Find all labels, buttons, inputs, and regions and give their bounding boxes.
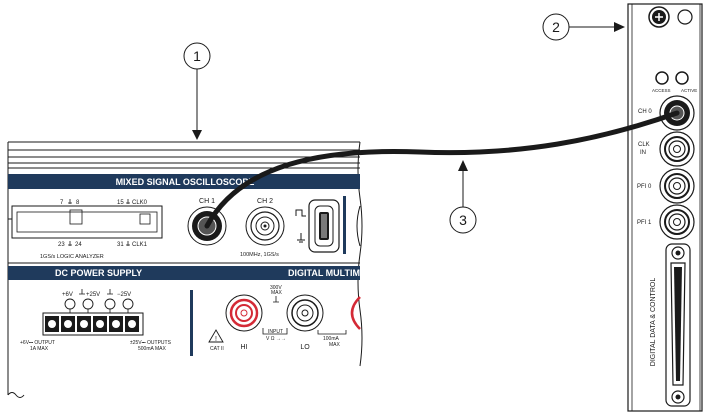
oscilloscope-banner [8, 174, 360, 189]
access-label: ACCESS [652, 88, 671, 93]
partial-connector [356, 205, 361, 247]
screw-icon [648, 6, 670, 28]
cat-label: CAT II [210, 346, 224, 352]
active-label: ACTIVE [681, 88, 697, 93]
clk-label-line2: IN [640, 150, 646, 156]
warning-mark: ! [215, 336, 217, 343]
callout-1-number: 1 [193, 48, 201, 64]
ground-icon [68, 241, 72, 246]
terminal-circle [122, 298, 134, 310]
partial-red-jack [350, 296, 361, 330]
digitizer-module: ACCESS ACTIVE CH 0 CLK IN PFI 0 PFI 1 [627, 3, 703, 412]
arrow-head-icon [458, 160, 468, 171]
digital-io-connector[interactable] [665, 243, 691, 407]
callout-3-number: 3 [459, 212, 467, 228]
output-6v-line1: +6V⎓ OUTPUT [20, 340, 55, 346]
input-label-line2: V Ω →→ [266, 336, 286, 342]
ground-icon [273, 296, 279, 303]
clk-in-connector[interactable] [659, 131, 695, 167]
terminal-circle [64, 298, 76, 310]
power-supply-section: DC POWER SUPPLY DIGITAL MULTIM +6V +25V … [8, 262, 360, 356]
coaxial-cable [204, 110, 680, 229]
screw-terminal-block[interactable] [42, 312, 144, 336]
ma-label-line2: MAX [329, 342, 341, 348]
ma-label-line1: 100mA [323, 336, 340, 342]
pfi1-connector[interactable] [659, 204, 695, 240]
ch2-label: CH 2 [257, 198, 273, 205]
arrow-head-icon [614, 22, 625, 32]
ch0-label: CH 0 [638, 109, 652, 115]
max-300v-line1: 300V [270, 285, 282, 291]
hi-label: HI [241, 344, 248, 351]
access-led [655, 71, 669, 85]
active-led [675, 71, 689, 85]
label-6v: +6V [62, 292, 73, 298]
input-bracket [262, 328, 288, 335]
power-supply-banner-text: DC POWER SUPPLY [55, 268, 142, 278]
ground-icon [107, 289, 113, 295]
label-minus25v: −25V [117, 292, 131, 298]
input-label-line1: INPUT [268, 329, 283, 335]
warning-triangle-icon [208, 329, 224, 343]
terminal-circle [104, 298, 116, 310]
ground-icon [126, 199, 130, 204]
lo-label: LO [300, 344, 310, 351]
digital-data-control-label: DIGITAL DATA & CONTROL [650, 278, 657, 367]
section-divider [190, 290, 193, 356]
pfi0-label: PFI 0 [637, 184, 652, 190]
pfi1-label: PFI 1 [637, 220, 652, 226]
ground-icon [297, 233, 305, 243]
oscilloscope-spec: 100MHz, 1GS/s [240, 252, 279, 258]
ground-icon [79, 289, 85, 295]
max-300v-line2: MAX [271, 290, 283, 296]
instrument-break-mark [7, 392, 25, 398]
callout-1: 1 [183, 42, 211, 140]
logic-analyzer-connector [8, 205, 163, 239]
dmm-section: HI LO 300V MAX INPUT V Ω →→ 100mA MAX [208, 285, 361, 352]
section-divider [343, 196, 346, 254]
module-panel [627, 3, 703, 412]
label-plus25v: +25V [86, 292, 100, 298]
logic-analyzer-label: 1GS/s LOGIC ANALYZER [40, 254, 104, 260]
output-25v-line2: 500mA MAX [138, 346, 166, 352]
hi-jack[interactable] [225, 294, 263, 332]
lower-banner [8, 266, 360, 280]
ch2-bnc-connector[interactable] [245, 206, 285, 246]
pin-label-23: 23 [58, 242, 65, 248]
arrow-head-icon [192, 130, 202, 140]
mount-hole [677, 9, 693, 25]
terminal-circle [82, 298, 94, 310]
callout-3: 3 [449, 160, 477, 234]
ch1-label: CH 1 [199, 198, 215, 205]
pin-label-31: 31 [117, 242, 124, 248]
callout-2: 2 [542, 13, 625, 41]
dmm-banner-text: DIGITAL MULTIM [288, 268, 360, 278]
clk-label-line1: CLK [638, 142, 650, 148]
pin-label-8: 8 [76, 200, 80, 206]
callout-2-number: 2 [552, 19, 560, 35]
oscilloscope-section: MIXED SIGNAL OSCILLOSCOPE 7 8 15 CLK0 23… [8, 174, 361, 260]
pin-label-24: 24 [75, 242, 82, 248]
pfi0-connector[interactable] [659, 168, 695, 204]
pin-label-clk0: CLK0 [132, 200, 148, 206]
output-6v-line2: 1A MAX [30, 346, 49, 352]
oscilloscope-banner-text: MIXED SIGNAL OSCILLOSCOPE [116, 177, 255, 187]
pin-label-15: 15 [117, 200, 124, 206]
pin-label-7: 7 [60, 200, 64, 206]
trigger-terminal[interactable] [308, 199, 340, 253]
instrument-board: MIXED SIGNAL OSCILLOSCOPE 7 8 15 CLK0 23… [7, 141, 363, 398]
ground-icon [68, 199, 72, 204]
square-wave-icon [295, 209, 306, 217]
pin-label-clk1: CLK1 [132, 242, 148, 248]
lo-jack[interactable] [286, 294, 324, 332]
ma-bracket [317, 330, 347, 335]
instrument-top-rails [8, 141, 360, 169]
output-25v-line1: ±25V⎓ OUTPUTS [130, 340, 172, 346]
ground-icon [126, 241, 130, 246]
